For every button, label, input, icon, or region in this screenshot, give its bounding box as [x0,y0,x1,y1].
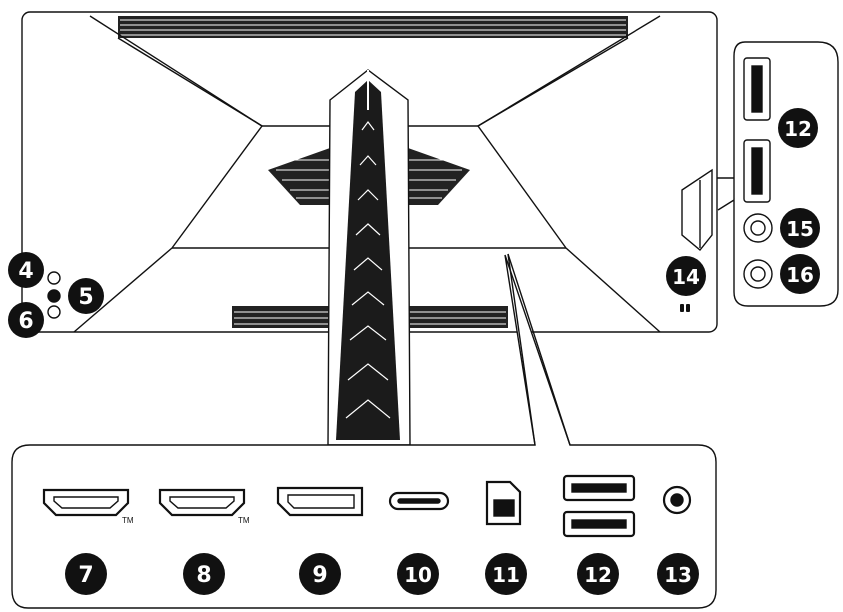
badge-headphone-jack-label: 13 [664,563,692,587]
top-vent [118,16,628,38]
hdmi-1-trademark: TM [122,516,134,525]
badge-kensington-lock-label: 14 [672,265,700,289]
badge-hdmi-1: 7 [65,553,107,595]
badge-headphone-jog: 4 [8,252,44,288]
callout-badges: 4 5 6 14 12 15 16 7 [8,108,820,595]
displayport-port-inner [287,494,355,509]
left-controls [47,271,61,319]
badge-usb-a-bottom: 12 [577,553,619,595]
headphone-jack [662,485,692,515]
side-vent-left [268,148,330,205]
lower-edge-l [73,247,173,333]
side-io-panel [681,41,839,307]
hdmi-port-1 [42,488,130,517]
stand-chevrons [345,121,391,419]
badge-usb-b-label: 11 [492,563,520,587]
power-button [47,305,61,319]
side-bracket [681,168,713,251]
usb-a-port-bottom-tongue [571,519,627,529]
badge-jog-button-label: 5 [78,285,93,310]
badge-kensington-lock: 14 [666,256,706,296]
kensington-lock [680,304,690,312]
panel-edge-l [171,125,263,249]
badge-side-jack-top-label: 15 [786,217,814,241]
badge-power-button-label: 6 [18,309,33,334]
headphone-jog-port [47,271,61,285]
badge-power-button: 6 [8,302,44,338]
usb-a-port-bottom [562,510,636,538]
side-audio-jack-1-inner [750,220,766,236]
jog-button [47,289,61,303]
usb-b-port [485,480,522,526]
hdmi-port-1-inner [53,496,119,509]
usb-c-port-tongue [397,498,441,504]
bottom-io-panel [11,253,717,609]
badge-displayport: 9 [299,553,341,595]
badge-usb-c: 10 [397,553,439,595]
side-vent-right [408,148,470,205]
side-usb-a-port-2 [743,139,771,203]
panel-inner-r [477,37,629,127]
side-audio-jack-2-inner [750,266,766,282]
top-vent-slats [120,19,626,36]
kensington-lock-slot-2 [686,304,690,312]
side-audio-jack-1 [743,213,773,243]
badge-hdmi-1-label: 7 [78,563,93,588]
side-panel-outline [717,41,839,307]
kensington-lock-slot [680,304,684,312]
badge-usb-c-label: 10 [404,563,432,587]
panel-edge-r [477,125,567,249]
stand-rgb-strip [336,80,400,440]
headphone-jack-inner [670,493,684,507]
badge-hdmi-2-label: 8 [196,563,211,588]
io-callout-line-1 [507,253,536,446]
badge-hdmi-2: 8 [183,553,225,595]
badge-headphone-jack: 13 [657,553,699,595]
side-usb-a-port-1 [743,57,771,121]
badge-displayport-label: 9 [312,563,327,588]
badge-side-usb-a-label: 12 [784,117,812,141]
io-callout-line-2 [507,253,571,446]
usb-c-port [388,491,450,511]
hdmi-port-2-inner [169,496,235,509]
usb-a-port-top [562,474,636,502]
badge-side-jack-top: 15 [780,208,820,248]
io-panel-outline [11,254,717,609]
badge-headphone-jog-label: 4 [18,259,33,284]
side-usb-a-port-1-tongue [751,65,763,113]
hdmi-port-2 [158,488,246,517]
badge-side-jack-bottom: 16 [780,254,820,294]
badge-side-jack-bottom-label: 16 [786,263,814,287]
displayport-port [276,486,364,517]
badge-usb-b: 11 [485,553,527,595]
panel-inner-l [117,37,263,127]
badge-side-usb-a: 12 [778,108,818,148]
stand [327,69,411,446]
side-audio-jack-2 [743,259,773,289]
lower-edge-r [565,247,661,333]
badge-jog-button: 5 [68,278,104,314]
usb-a-port-top-tongue [571,483,627,493]
usb-b-port-inner [493,499,515,517]
side-usb-a-port-2-tongue [751,147,763,195]
badge-usb-a-bottom-label: 12 [584,563,612,587]
hdmi-2-trademark: TM [238,516,250,525]
